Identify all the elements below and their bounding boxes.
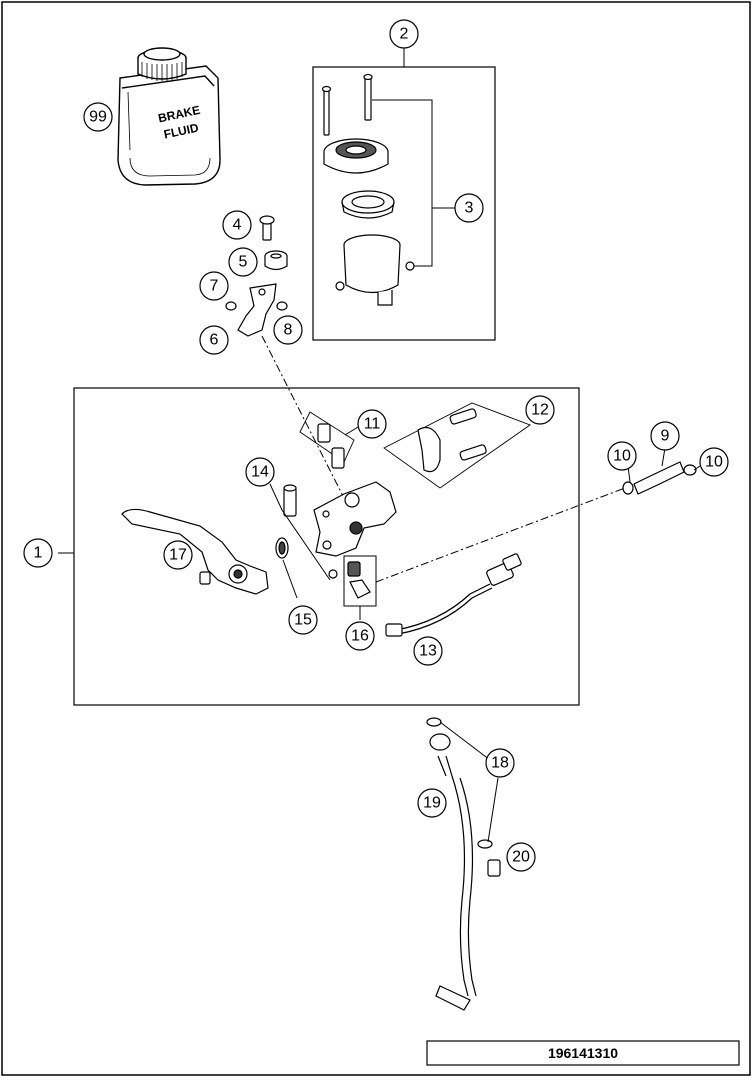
callout-15 — [288, 605, 318, 635]
leader-15 — [282, 559, 298, 599]
callout-14-label: 14 — [251, 464, 269, 481]
callout-14 — [245, 457, 275, 487]
leader-11 — [344, 426, 359, 436]
part-13-sensor — [385, 553, 522, 637]
callout-16-label: 16 — [351, 628, 369, 645]
callout-12 — [525, 395, 555, 425]
callout-5 — [228, 247, 258, 277]
callout-99-label: 99 — [89, 109, 107, 126]
part-16 — [328, 561, 371, 599]
callout-17-label: 17 — [169, 547, 187, 564]
callout-18-label: 18 — [491, 755, 509, 772]
callout-16 — [345, 621, 375, 651]
leader-9 — [661, 447, 666, 467]
assembly-box — [73, 387, 580, 706]
part-17-lever — [121, 508, 269, 595]
callout-7 — [199, 271, 229, 301]
callout-6-label: 6 — [210, 332, 219, 349]
callout-10b-label: 10 — [705, 454, 723, 471]
callout-13-label: 13 — [419, 643, 437, 660]
callout-6 — [199, 325, 229, 355]
callout-4-label: 4 — [233, 217, 242, 234]
callout-labels: 99 2 3 4 5 7 8 6 11 12 9 10 10 14 1 17 1… — [34, 26, 723, 866]
callout-1 — [23, 538, 53, 568]
callouts — [23, 19, 729, 872]
dashdot-16 — [375, 487, 626, 583]
callout-19 — [417, 788, 447, 818]
callout-12-label: 12 — [531, 402, 549, 419]
part-9-hose — [622, 461, 697, 495]
callout-11-label: 11 — [364, 416, 381, 433]
part-15 — [275, 537, 289, 559]
callout-18 — [485, 748, 515, 778]
callout-20 — [506, 842, 536, 872]
callout-8-label: 8 — [284, 322, 293, 339]
callout-8 — [273, 315, 303, 345]
callout-5-label: 5 — [239, 254, 248, 271]
callout-11 — [357, 409, 387, 439]
callout-1-label: 1 — [34, 545, 43, 562]
callout-13 — [413, 636, 443, 666]
dashdot-6 — [261, 335, 346, 501]
callout-99 — [83, 102, 113, 132]
callout-3-label: 3 — [465, 200, 474, 217]
leader-10b — [693, 465, 701, 471]
leader-18a — [439, 721, 491, 761]
callout-10a — [607, 441, 637, 471]
diagram-id-box — [426, 1040, 740, 1066]
callout-9 — [650, 421, 680, 451]
master-cylinder — [313, 481, 397, 557]
leader-18b — [487, 777, 499, 843]
callout-10b — [699, 447, 729, 477]
callout-19-label: 19 — [423, 795, 441, 812]
callout-3 — [454, 193, 484, 223]
callout-4 — [222, 210, 252, 240]
leader-14 — [269, 483, 331, 581]
callout-10a-label: 10 — [613, 448, 631, 465]
part-11 — [299, 411, 355, 469]
brake-fluid-can — [117, 47, 221, 186]
callout-9-label: 9 — [661, 428, 670, 445]
brake-hose — [426, 717, 501, 1011]
callout-2-label: 2 — [400, 26, 409, 43]
callout-17 — [163, 540, 193, 570]
leader-3 — [372, 99, 433, 267]
reservoir-parts — [321, 73, 415, 306]
callout-7-label: 7 — [210, 278, 219, 295]
part-12 — [383, 402, 531, 489]
callout-2 — [389, 19, 419, 49]
callout-20-label: 20 — [512, 849, 530, 866]
part-14 — [283, 484, 297, 517]
diagram-id: 196141310 — [548, 1045, 618, 1061]
callout-15-label: 15 — [294, 612, 312, 629]
small-parts — [225, 215, 288, 337]
